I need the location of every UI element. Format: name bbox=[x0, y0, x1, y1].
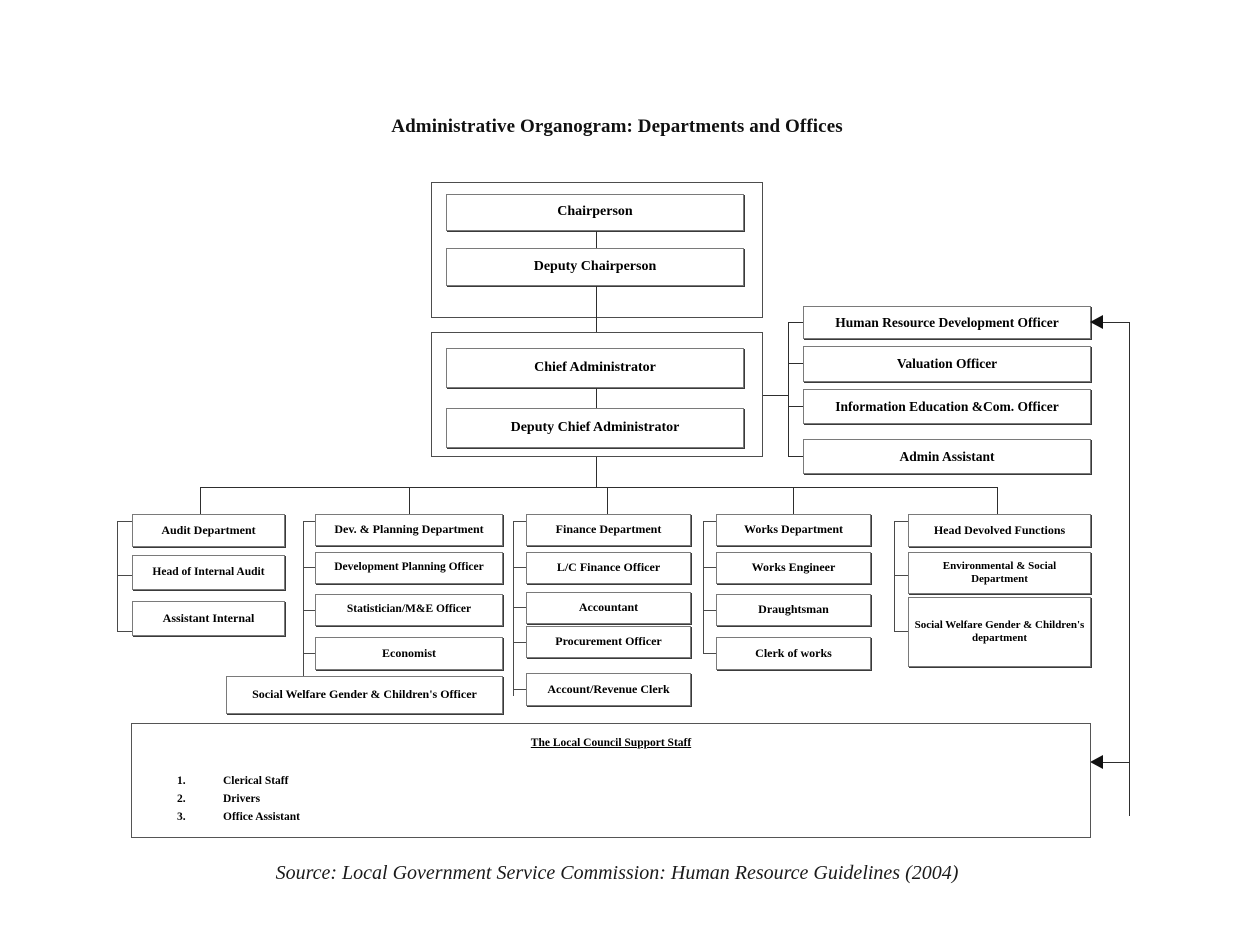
connector-administration-drop bbox=[596, 457, 597, 487]
planning-stub-head bbox=[303, 521, 315, 522]
council-container bbox=[431, 182, 763, 318]
node-chairperson[interactable]: Chairperson bbox=[446, 194, 744, 231]
list-item-label: Office Assistant bbox=[223, 811, 300, 823]
node-assistant-internal[interactable]: Assistant Internal bbox=[132, 601, 285, 636]
officer-stub-0 bbox=[788, 322, 803, 323]
list-item-number: 2. bbox=[177, 793, 186, 805]
feedback-bottom-arrow-icon bbox=[1090, 755, 1103, 769]
officers-spine bbox=[788, 322, 789, 457]
node-human-resource-development-officer[interactable]: Human Resource Development Officer bbox=[803, 306, 1091, 339]
support-staff-list: 1. Clerical Staff 2. Drivers 3. Office A… bbox=[177, 772, 300, 826]
node-economist[interactable]: Economist bbox=[315, 637, 503, 670]
works-stub-2 bbox=[703, 653, 716, 654]
audit-stub-1 bbox=[117, 631, 132, 632]
officer-stub-2 bbox=[788, 406, 803, 407]
connector-administration-to-officers bbox=[763, 395, 788, 396]
node-account-revenue-clerk[interactable]: Account/Revenue Clerk bbox=[526, 673, 691, 706]
list-item-number: 1. bbox=[177, 775, 186, 787]
node-works-department[interactable]: Works Department bbox=[716, 514, 871, 546]
source-caption: Source: Local Government Service Commiss… bbox=[275, 862, 959, 884]
audit-stub-0 bbox=[117, 575, 132, 576]
node-audit-department[interactable]: Audit Department bbox=[132, 514, 285, 547]
works-stub-head bbox=[703, 521, 716, 522]
feedback-top-arrow-icon bbox=[1090, 315, 1103, 329]
works-spine bbox=[703, 521, 704, 653]
node-deputy-chairperson[interactable]: Deputy Chairperson bbox=[446, 248, 744, 286]
finance-stub-head bbox=[513, 521, 526, 522]
node-chief-administrator[interactable]: Chief Administrator bbox=[446, 348, 744, 388]
node-dev-planning-department[interactable]: Dev. & Planning Department bbox=[315, 514, 503, 546]
node-social-welfare-gender-children-department[interactable]: Social Welfare Gender & Children's depar… bbox=[908, 597, 1091, 667]
node-draughtsman[interactable]: Draughtsman bbox=[716, 594, 871, 626]
planning-stub-0 bbox=[303, 567, 315, 568]
node-head-of-internal-audit[interactable]: Head of Internal Audit bbox=[132, 555, 285, 590]
planning-spine bbox=[303, 521, 304, 696]
audit-stub-head bbox=[117, 521, 132, 522]
department-drop-2 bbox=[607, 487, 608, 514]
works-stub-1 bbox=[703, 610, 716, 611]
node-development-planning-officer[interactable]: Development Planning Officer bbox=[315, 552, 503, 584]
department-drop-1 bbox=[409, 487, 410, 514]
feedback-bottom-branch bbox=[1103, 762, 1130, 763]
department-drop-4 bbox=[997, 487, 998, 514]
finance-stub-2 bbox=[513, 642, 526, 643]
list-item-label: Clerical Staff bbox=[223, 775, 289, 787]
node-procurement-officer[interactable]: Procurement Officer bbox=[526, 626, 691, 658]
planning-stub-1 bbox=[303, 610, 315, 611]
feedback-spine bbox=[1129, 322, 1130, 816]
node-works-engineer[interactable]: Works Engineer bbox=[716, 552, 871, 584]
node-head-devolved-functions[interactable]: Head Devolved Functions bbox=[908, 514, 1091, 547]
node-valuation-officer[interactable]: Valuation Officer bbox=[803, 346, 1091, 382]
devolved-spine bbox=[894, 521, 895, 631]
support-staff-title: The Local Council Support Staff bbox=[530, 737, 692, 749]
list-item-label: Drivers bbox=[223, 793, 261, 805]
node-information-education-com-officer[interactable]: Information Education &Com. Officer bbox=[803, 389, 1091, 424]
works-stub-0 bbox=[703, 567, 716, 568]
list-item: 2. Drivers bbox=[177, 790, 300, 808]
node-social-welfare-gender-children-officer[interactable]: Social Welfare Gender & Children's Offic… bbox=[226, 676, 503, 714]
finance-stub-3 bbox=[513, 689, 526, 690]
devolved-stub-0 bbox=[894, 575, 908, 576]
node-statistician-me-officer[interactable]: Statistician/M&E Officer bbox=[315, 594, 503, 626]
list-item: 3. Office Assistant bbox=[177, 808, 300, 826]
node-clerk-of-works[interactable]: Clerk of works bbox=[716, 637, 871, 670]
devolved-stub-head bbox=[894, 521, 908, 522]
finance-stub-0 bbox=[513, 567, 526, 568]
planning-stub-2 bbox=[303, 653, 315, 654]
finance-stub-1 bbox=[513, 607, 526, 608]
connector-council-to-administration bbox=[596, 318, 597, 332]
node-accountant[interactable]: Accountant bbox=[526, 592, 691, 624]
officer-stub-3 bbox=[788, 456, 803, 457]
department-drop-3 bbox=[793, 487, 794, 514]
administration-container bbox=[431, 332, 763, 457]
node-lc-finance-officer[interactable]: L/C Finance Officer bbox=[526, 552, 691, 584]
feedback-top-branch bbox=[1103, 322, 1130, 323]
page-title: Administrative Organogram: Departments a… bbox=[391, 116, 843, 137]
node-environmental-social-department[interactable]: Environmental & Social Department bbox=[908, 552, 1091, 594]
node-deputy-chief-administrator[interactable]: Deputy Chief Administrator bbox=[446, 408, 744, 448]
list-item: 1. Clerical Staff bbox=[177, 772, 300, 790]
connector-chairperson-deputy bbox=[596, 231, 597, 248]
list-item-number: 3. bbox=[177, 811, 186, 823]
connector-council-inner-drop bbox=[596, 286, 597, 318]
support-staff-panel: The Local Council Support Staff 1. Cleri… bbox=[131, 723, 1091, 838]
node-finance-department[interactable]: Finance Department bbox=[526, 514, 691, 546]
devolved-stub-1 bbox=[894, 631, 908, 632]
finance-spine bbox=[513, 521, 514, 696]
officer-stub-1 bbox=[788, 363, 803, 364]
node-admin-assistant[interactable]: Admin Assistant bbox=[803, 439, 1091, 474]
department-bus bbox=[200, 487, 998, 488]
audit-spine bbox=[117, 521, 118, 631]
department-drop-0 bbox=[200, 487, 201, 514]
connector-chief-deputy bbox=[596, 388, 597, 408]
